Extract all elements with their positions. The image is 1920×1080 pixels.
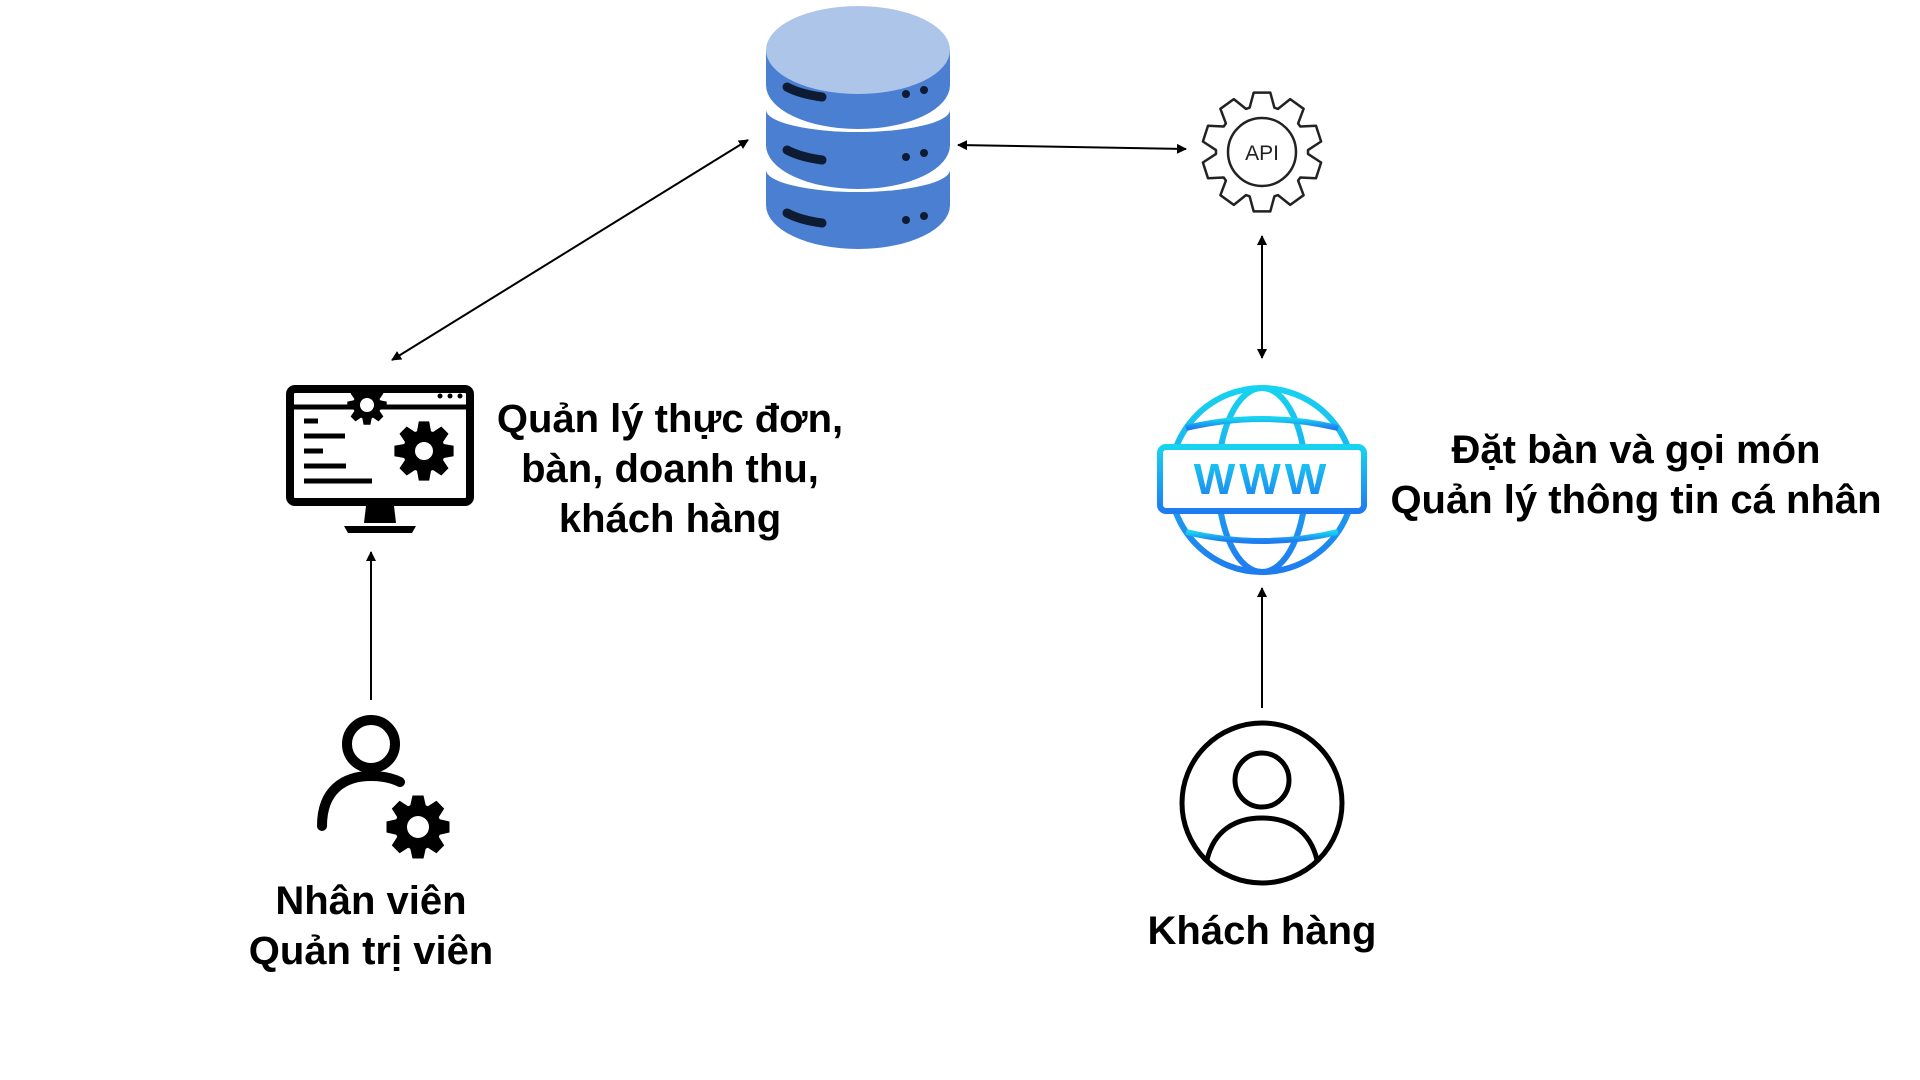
www-label: WWW [1194,455,1331,504]
website-caption: Đặt bàn và gọi món Quản lý thông tin cá … [1376,425,1896,525]
website-caption-line-1: Đặt bàn và gọi món [1451,428,1821,472]
customer-caption-line-1: Khách hàng [1147,909,1377,953]
admin-caption: Quản lý thực đơn, bàn, doanh thu, khách … [490,394,850,544]
admin-caption-line-3: khách hàng [558,497,782,541]
user-settings-icon [317,715,450,859]
connector-database-api [957,140,1187,154]
admin-caption-line-2: bàn, doanh thu, [521,447,819,491]
staff-caption: Nhân viên Quản trị viên [221,876,521,976]
api-label: API [1245,142,1279,165]
api-gear-icon: API [1201,91,1323,213]
website-caption-line-2: Quản lý thông tin cá nhân [1390,478,1882,522]
staff-caption-line-1: Nhân viên [275,879,467,923]
database-icon [766,6,950,249]
www-globe-icon: WWW [1157,385,1367,575]
connectors [366,139,1267,708]
connector-admin-database [391,139,749,361]
staff-caption-line-2: Quản trị viên [248,929,494,973]
customer-caption: Khách hàng [1112,906,1412,956]
admin-caption-line-1: Quản lý thực đơn, [496,397,844,441]
user-circle-icon [1179,720,1345,886]
admin-monitor-icon [286,385,474,533]
